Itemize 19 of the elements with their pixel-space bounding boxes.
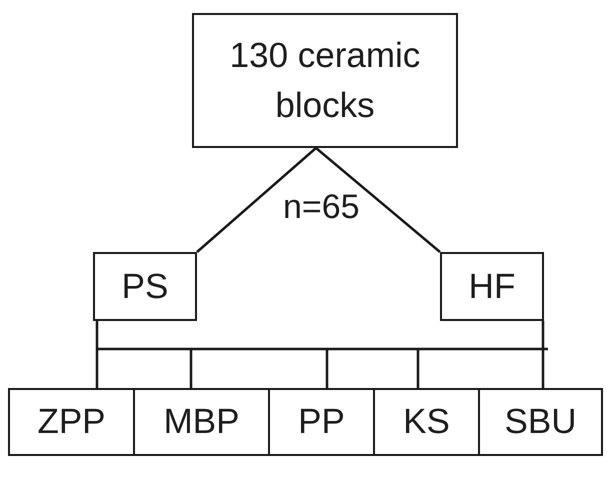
box-label: PS	[122, 266, 168, 308]
category-box	[373, 388, 480, 456]
category-box	[8, 388, 135, 456]
connector-line	[196, 147, 317, 253]
box-label: KS	[403, 401, 450, 443]
box-label: SBU	[504, 401, 576, 443]
category-box	[133, 388, 270, 456]
sample-box	[192, 13, 458, 148]
box-label: 130 ceramic blocks	[228, 34, 422, 126]
category-box	[268, 388, 375, 456]
box-label: MBP	[164, 401, 240, 443]
group-box	[440, 252, 544, 321]
box-label: ZPP	[37, 401, 106, 443]
connector-line	[315, 147, 441, 253]
sample-count-label: n=65	[283, 190, 360, 224]
group-box	[93, 252, 197, 321]
box-label: PP	[298, 401, 345, 443]
box-label: HF	[468, 266, 516, 308]
category-box	[478, 388, 603, 456]
